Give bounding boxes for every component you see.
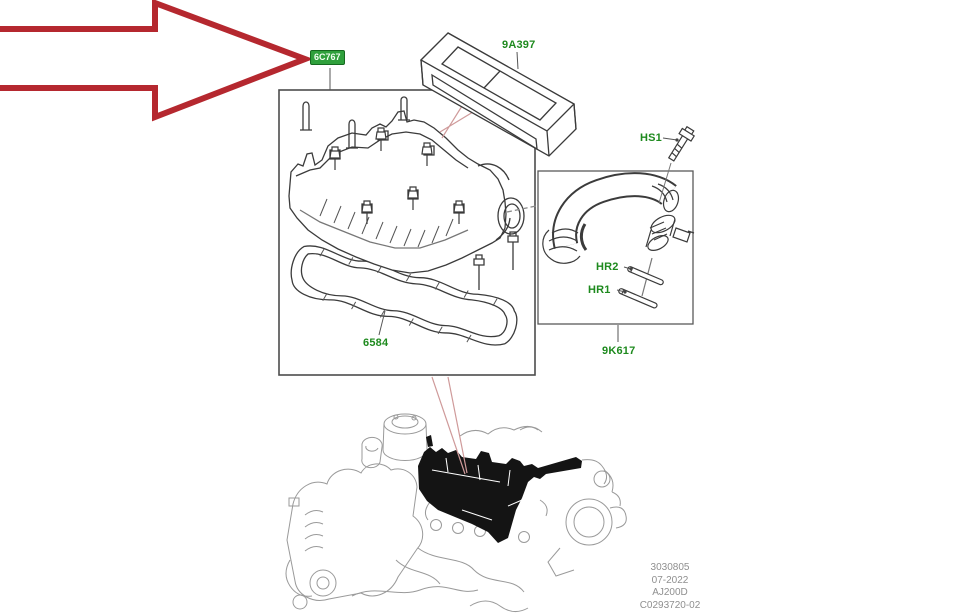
highlighted-part-callout[interactable]: 6C767 bbox=[310, 50, 345, 65]
part-callout-hose-assembly[interactable]: 9K617 bbox=[602, 345, 636, 357]
part-callout-clamp-upper[interactable]: HR2 bbox=[596, 261, 619, 273]
drawing-reference-block: 3030805 07-2022 AJ200D C0293720-02 bbox=[616, 562, 724, 612]
part-callout-acoustic-cover[interactable]: 9A397 bbox=[502, 39, 536, 51]
drawing-ref-engine: AJ200D bbox=[652, 587, 688, 598]
pointer-cover bbox=[439, 105, 474, 139]
part-callout-clamp-lower[interactable]: HR1 bbox=[588, 284, 611, 296]
camshaft-cover-drawing bbox=[288, 96, 537, 290]
drawing-ref-date: 07-2022 bbox=[651, 574, 689, 586]
gasket-drawing bbox=[290, 245, 518, 346]
drawing-ref-code: C0293720-02 bbox=[639, 599, 701, 611]
red-arrow-annotation bbox=[0, 0, 314, 122]
acoustic-cover-drawing bbox=[419, 32, 577, 157]
main-part-box bbox=[278, 89, 536, 376]
part-callout-gasket[interactable]: 6584 bbox=[363, 337, 389, 349]
drawing-ref-number: 3030805 bbox=[650, 562, 690, 573]
breather-hose-drawing bbox=[542, 172, 695, 309]
part-callout-bolt[interactable]: HS1 bbox=[640, 132, 662, 144]
pointer-engine bbox=[431, 376, 468, 475]
hose-part-box bbox=[537, 170, 694, 325]
leader-lines bbox=[329, 51, 679, 342]
highlighted-part-silhouette bbox=[418, 435, 582, 543]
bolt-drawing bbox=[658, 125, 696, 204]
